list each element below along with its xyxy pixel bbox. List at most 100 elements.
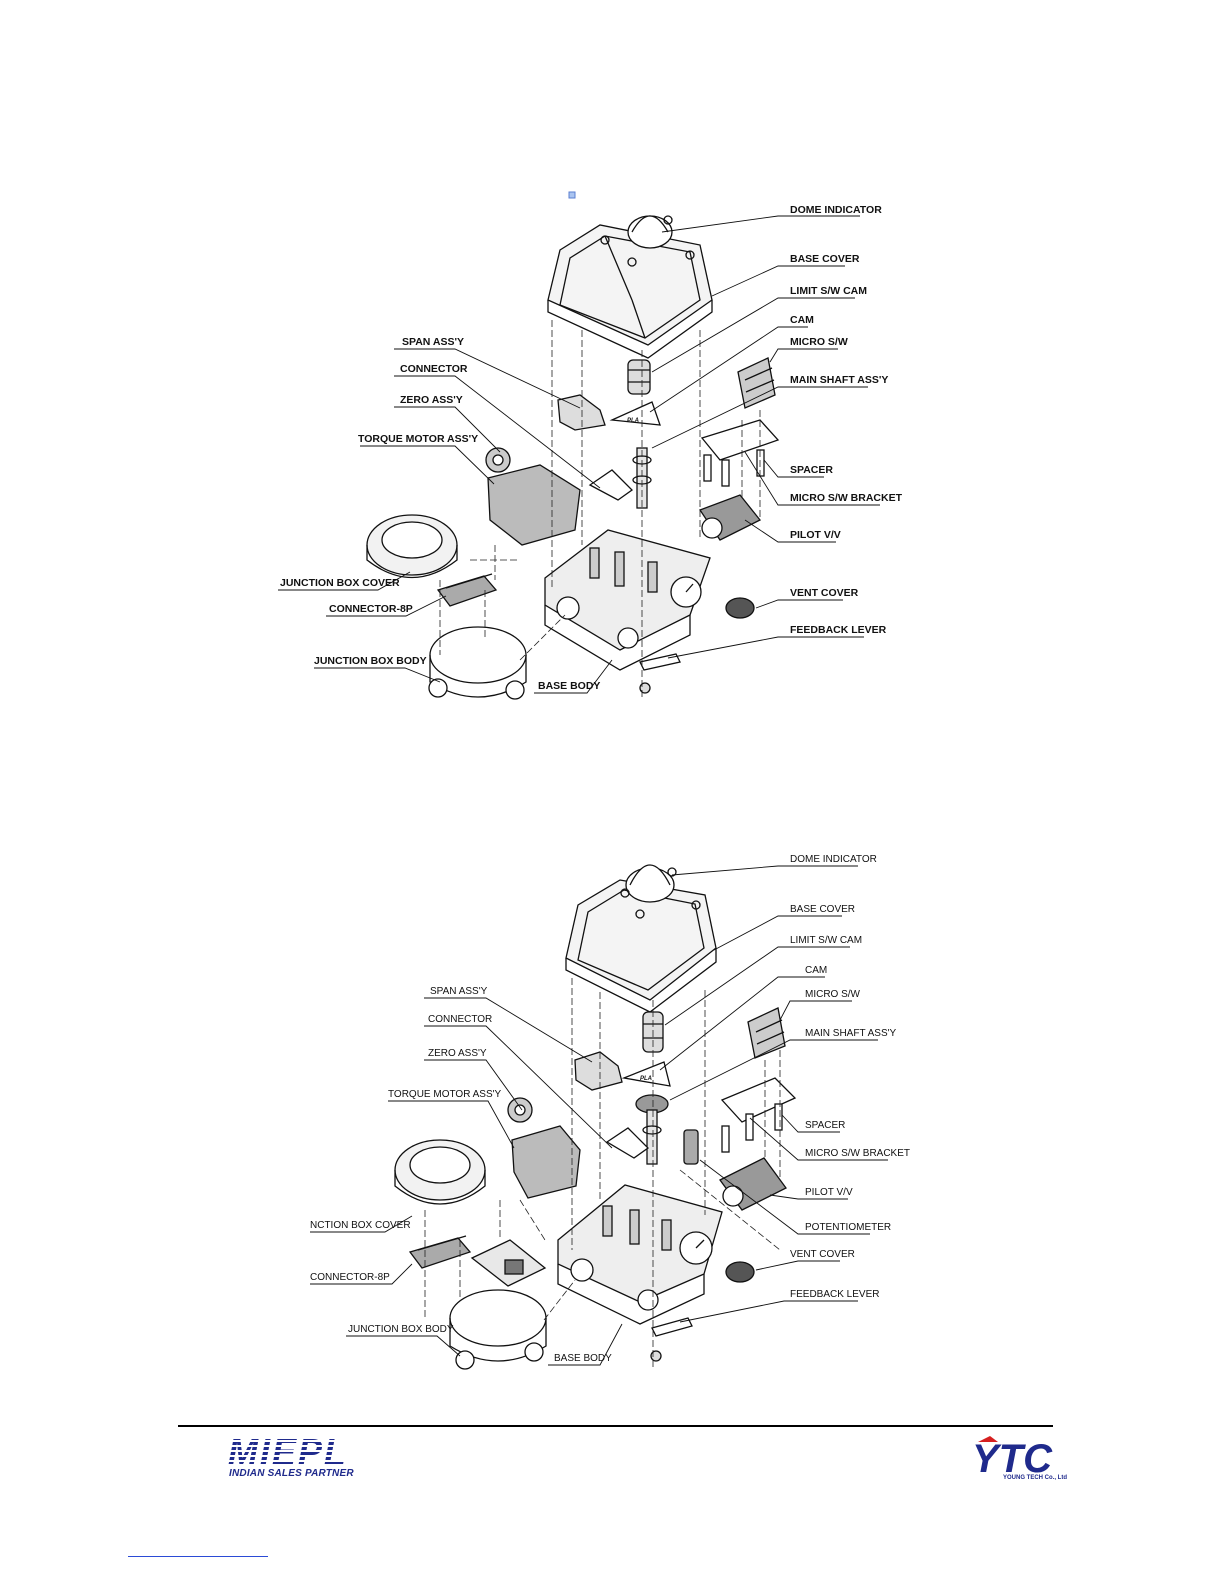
exploded-view-diagram-bottom: DOME INDICATOR BASE COVER LIMIT S/W CAM … [310,854,910,1370]
label-spacer: SPACER [805,1120,845,1131]
label-micro-sw-bracket: MICRO S/W BRACKET [790,492,903,504]
label-micro-sw: MICRO S/W [805,989,861,1000]
vent-cover-part [725,1261,755,1283]
label-junction-box-cover: NCTION BOX COVER [310,1220,411,1231]
ytc-tagline: YOUNG TECH Co., Ltd [1003,1475,1067,1481]
label-feedback-lever: FEEDBACK LEVER [790,624,887,636]
base-body-part [544,529,711,671]
label-span-assy: SPAN ASS'Y [402,336,464,348]
label-limit-sw-cam: LIMIT S/W CAM [790,285,867,297]
label-potentiometer: POTENTIOMETER [805,1222,891,1233]
torque-motor-part [511,1125,581,1199]
label-junction-box-body: JUNCTION BOX BODY [314,655,427,667]
base-cover-part [547,215,713,359]
zero-assy-part [485,447,511,473]
micro-switch-part [737,357,776,409]
pilot-valve-part [719,1157,787,1211]
label-limit-sw-cam: LIMIT S/W CAM [790,935,862,946]
label-zero-assy: ZERO ASS'Y [400,394,463,406]
label-junction-box-cover: JUNCTION BOX COVER [280,577,400,589]
ytc-swoosh-icon [978,1436,998,1442]
connector-part [605,1127,650,1159]
label-connector-8p: CONNECTOR-8P [310,1272,390,1283]
leader-lines [278,215,880,694]
footer-divider [178,1425,1053,1427]
part-labels: DOME INDICATOR BASE COVER LIMIT S/W CAM … [310,854,910,1364]
label-connector: CONNECTOR [400,363,468,375]
nut-part [639,682,651,694]
label-micro-sw: MICRO S/W [790,336,848,348]
feedback-lever-part [651,1317,693,1337]
vent-cover-part [725,597,755,619]
cam-part [609,401,661,426]
cam-marking: PLA [627,418,639,424]
label-feedback-lever: FEEDBACK LEVER [790,1289,879,1300]
junction-box-body-part [428,626,527,700]
spacer-part [756,449,765,477]
label-base-cover: BASE COVER [790,904,855,915]
base-body-part [557,1184,723,1325]
label-base-body: BASE BODY [554,1353,612,1364]
micro-switch-bracket-part [700,419,780,461]
miepl-logo: MIEPL [228,1431,349,1472]
pressure-gauge-part [670,576,702,608]
label-micro-sw-bracket: MICRO S/W BRACKET [805,1148,910,1159]
micro-switch-part [747,1007,786,1059]
assembly-lines [439,320,761,700]
potentiometer-part [683,1129,699,1165]
base-cover-part [565,864,717,1013]
ytc-logo: YTC [972,1436,1053,1481]
label-base-cover: BASE COVER [790,253,860,265]
connector-8p-part [436,573,498,607]
cam-marking: PLA [640,1076,652,1082]
label-zero-assy: ZERO ASS'Y [428,1048,487,1059]
part-labels: DOME INDICATOR BASE COVER LIMIT S/W CAM … [280,204,903,692]
miepl-tagline: INDIAN SALES PARTNER [229,1468,354,1479]
torque-motor-part [487,464,581,546]
pilot-valve-part [699,494,762,541]
label-junction-box-body: JUNCTION BOX BODY [348,1324,454,1335]
cam-part [621,1061,671,1087]
span-assy-part [574,1051,623,1091]
pressure-gauge-part [679,1231,713,1265]
label-torque-motor-assy: TORQUE MOTOR ASS'Y [388,1089,502,1100]
label-connector: CONNECTOR [428,1014,492,1025]
label-torque-motor-assy: TORQUE MOTOR ASS'Y [358,433,478,445]
anchor-marker [568,191,576,199]
hyperlink-underline[interactable] [128,1556,268,1557]
main-shaft-part [635,1094,669,1165]
assembly-lines [424,978,781,1370]
label-spacer: SPACER [790,464,833,476]
ytc-logo-text: YTC [972,1437,1053,1481]
junction-box-cover-part [366,514,458,579]
spacer-part [703,454,712,482]
connector-8p-part [408,1235,472,1269]
label-span-assy: SPAN ASS'Y [430,986,488,997]
label-vent-cover: VENT COVER [790,587,859,599]
label-connector-8p: CONNECTOR-8P [329,603,413,615]
label-base-body: BASE BODY [538,680,600,692]
connector-part [588,469,634,501]
spacer-part [774,1103,783,1131]
limit-switch-cam-part [627,359,651,395]
micro-switch-bracket-part [720,1077,797,1123]
zero-assy-part [507,1097,533,1123]
span-assy-part [557,394,606,431]
label-dome-indicator: DOME INDICATOR [790,854,877,865]
terminal-board-part [470,1239,547,1287]
label-cam: CAM [805,965,827,976]
leader-lines [310,865,888,1366]
label-pilot-vv: PILOT V/V [790,529,841,541]
label-vent-cover: VENT COVER [790,1249,855,1260]
spacer-part [745,1113,754,1141]
label-main-shaft-assy: MAIN SHAFT ASS'Y [805,1028,897,1039]
spacer-part [721,459,730,487]
label-pilot-vv: PILOT V/V [805,1187,853,1198]
junction-box-body-part [449,1289,547,1370]
label-dome-indicator: DOME INDICATOR [790,204,882,216]
label-main-shaft-assy: MAIN SHAFT ASS'Y [790,374,888,386]
exploded-view-diagram-top: DOME INDICATOR BASE COVER LIMIT S/W CAM … [278,191,903,700]
spacer-part [721,1125,730,1153]
label-cam: CAM [790,314,814,326]
nut-part [650,1350,662,1362]
